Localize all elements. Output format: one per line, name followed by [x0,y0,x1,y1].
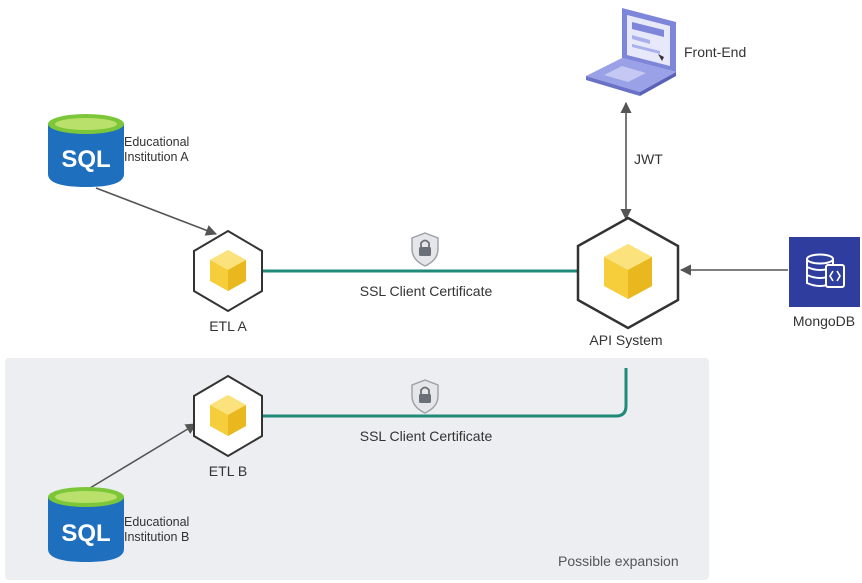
sql-database-icon-b: SQL [48,487,124,562]
mongodb-label: MongoDB [792,313,856,329]
arrow-sql-b-to-etl-b [89,423,197,489]
mongodb-icon [789,237,860,307]
jwt-label: JWT [634,151,663,167]
etl-a-label: ETL A [209,318,247,334]
shield-lock-icon-a [411,232,439,267]
shield-lock-icon-b [411,379,439,414]
sql-a-label-line2: Institution A [124,150,189,164]
expansion-label: Possible expansion [558,553,679,569]
arrow-sql-a-to-etl-a [95,187,218,236]
ssl-a-label: SSL Client Certificate [359,283,493,299]
sql-icon-text-a: SQL [61,146,110,173]
etl-b-icon [193,374,263,458]
sql-b-label-line1: Educational [124,515,190,529]
etl-b-label: ETL B [208,463,248,479]
ssl-b-label: SSL Client Certificate [359,428,493,444]
sql-b-label: Educational Institution B [124,515,234,545]
ssl-line-b [262,368,628,418]
sql-a-label-line1: Educational [124,135,190,149]
api-system-label: API System [589,332,663,348]
api-system-icon [576,216,680,330]
sql-b-label-line2: Institution B [124,530,190,544]
frontend-label: Front-End [684,44,747,60]
laptop-icon [586,8,676,96]
etl-a-icon [193,229,263,313]
sql-a-label: Educational Institution A [124,135,234,165]
expansion-region [5,358,709,580]
sql-database-icon-a: SQL [48,114,124,187]
sql-icon-text-b: SQL [61,520,110,547]
